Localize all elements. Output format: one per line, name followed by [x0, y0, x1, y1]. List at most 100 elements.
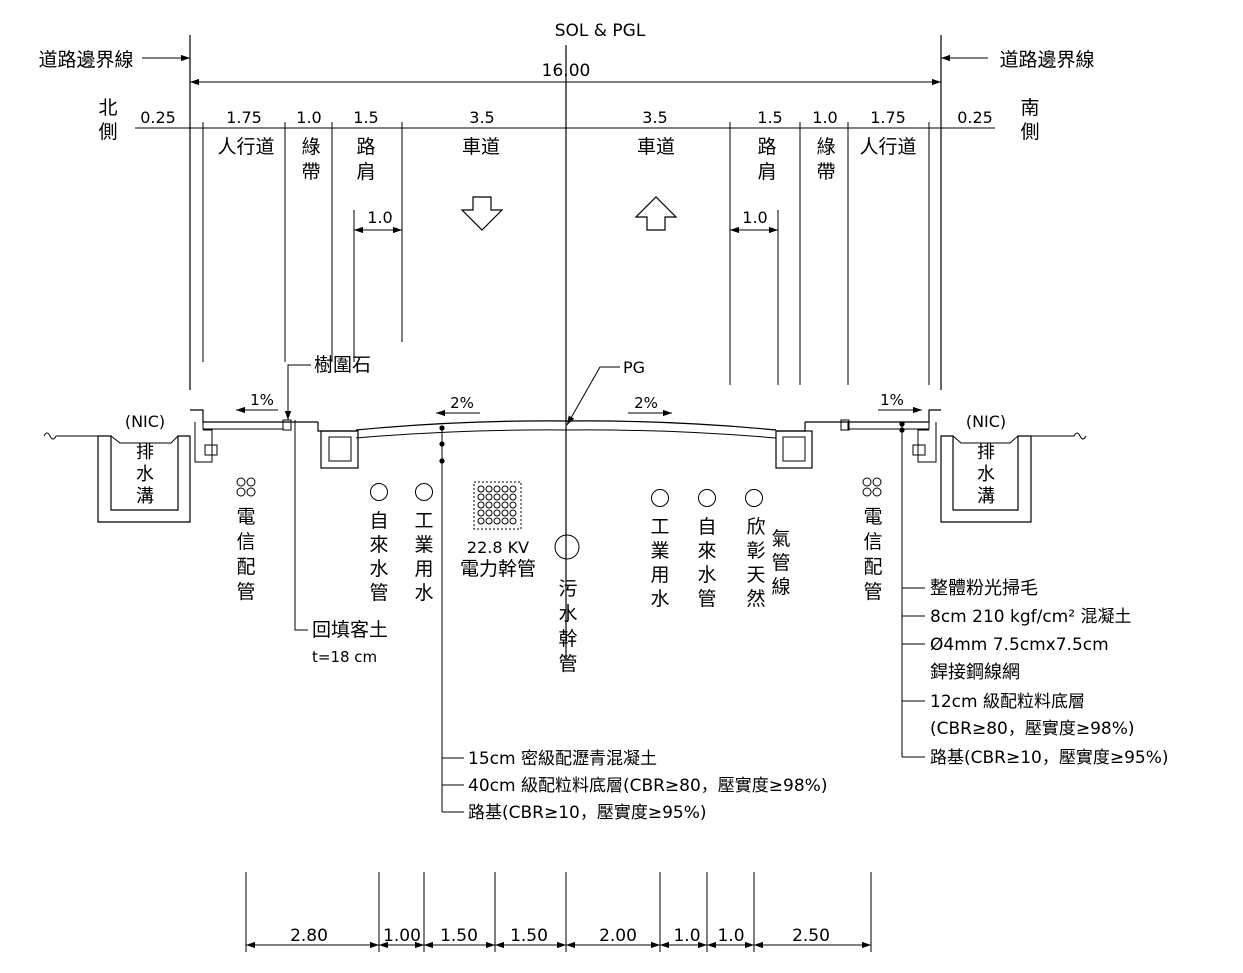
- industrial-left-4: 水: [414, 582, 433, 604]
- gas-pipe: [745, 489, 763, 507]
- lane-label-right: 車道: [637, 136, 675, 158]
- shoulder-right-2: 肩: [757, 161, 776, 183]
- diagram-title: SOL & PGL: [555, 21, 646, 41]
- green-belt-left-1: 綠: [301, 136, 320, 158]
- shoulder-left-1: 路: [356, 136, 375, 158]
- drain-left-2: 水: [136, 464, 154, 485]
- total-width-label: 16.00: [542, 61, 591, 81]
- gas-col2-2: 管: [771, 552, 790, 574]
- green-belt-right-1: 綠: [816, 136, 835, 158]
- nic-label-right: (NIC): [966, 412, 1006, 431]
- pave-right-mesh-1: Ø4mm 7.5cmx7.5cm: [930, 635, 1109, 655]
- bottom-dim-label-2: 1.00: [383, 926, 421, 946]
- slope-right-lane: 2%: [634, 394, 658, 412]
- pave-right-mesh-2: 銲接鋼線網: [930, 662, 1020, 683]
- pave-left-base: 40cm 級配粒料底層(CBR≥80，壓實度≥98%): [468, 776, 827, 796]
- power-duct-bank: [473, 481, 522, 530]
- gutter-box-right: [775, 430, 813, 469]
- water-left-4: 管: [369, 582, 388, 604]
- sewer-4: 管: [558, 653, 577, 675]
- water-pipe-right: [698, 489, 716, 507]
- shoulder-right-1: 路: [757, 136, 776, 158]
- gas-col1-1: 欣: [746, 516, 765, 538]
- drain-ditch-right-inner: [952, 435, 1019, 444]
- sidewalk-right-slab: [847, 421, 930, 430]
- water-pipe-left: [370, 483, 388, 501]
- telecom-right-3: 配: [863, 556, 882, 578]
- pave-right-subgrade: 路基(CBR≥10，壓實度≥95%): [930, 748, 1169, 768]
- dim-shoulder-right: 1.5: [757, 108, 782, 127]
- north-side-1: 北: [98, 97, 117, 119]
- drain-right-2: 水: [977, 464, 995, 485]
- north-side-2: 側: [98, 121, 117, 143]
- telecom-left-2: 信: [236, 531, 255, 553]
- edge-beam-right: [917, 422, 937, 463]
- industrial-left-1: 工: [414, 510, 433, 532]
- telecom-right-2: 信: [863, 531, 882, 553]
- power-label-2: 電力幹管: [460, 558, 536, 580]
- gas-col2-1: 氣: [771, 528, 790, 550]
- industrial-right-2: 業: [650, 540, 669, 562]
- telecom-right-4: 管: [863, 581, 882, 603]
- dim-lane-right: 3.5: [642, 108, 667, 127]
- bottom-dim-label-6: 1.0: [673, 926, 700, 946]
- edge-beam-left: [194, 422, 213, 463]
- drain-right-3: 溝: [977, 486, 995, 507]
- green-belt-left-2: 帶: [301, 161, 320, 183]
- dim-sidewalk-right: 1.75: [870, 108, 906, 127]
- gas-col1-3: 天: [746, 564, 765, 586]
- dim-north-edge: 0.25: [140, 108, 176, 127]
- curb-right-top: [776, 422, 806, 432]
- sidewalk-left-surface: [190, 409, 318, 423]
- pave-left-asphalt: 15cm 密級配瀝青混凝土: [468, 749, 657, 769]
- south-side-1: 南: [1020, 97, 1039, 119]
- gutter-box-right-inner: [782, 436, 806, 462]
- green-belt-right-2: 帶: [816, 161, 835, 183]
- south-side-2: 側: [1020, 121, 1039, 143]
- bottom-dim-label-3: 1.50: [440, 926, 478, 946]
- dim-south-edge: 0.25: [957, 108, 993, 127]
- slope-left-lane: 2%: [450, 394, 474, 412]
- slope-left-sidewalk: 1%: [250, 391, 274, 409]
- industrial-left-2: 業: [414, 534, 433, 556]
- edge-block-left: [204, 444, 218, 456]
- ground-break-right: [1030, 432, 1087, 440]
- pave-right-finish: 整體粉光掃毛: [930, 578, 1038, 599]
- bottom-dim-label-1: 2.80: [290, 926, 328, 946]
- telecom-conduit-right: [862, 477, 882, 497]
- lane-label-left: 車道: [462, 136, 500, 158]
- bottom-dim-label-5: 2.00: [599, 926, 637, 946]
- sidewalk-label-right: 人行道: [859, 136, 916, 158]
- bottom-dim-label-8: 2.50: [792, 926, 830, 946]
- industrial-left-3: 用: [414, 558, 433, 580]
- sidewalk-right-surface: [805, 409, 941, 423]
- sidewalk-label-left: 人行道: [217, 136, 274, 158]
- backfill-label: 回填客土: [312, 619, 388, 641]
- nic-label-left: (NIC): [125, 412, 165, 431]
- drain-left-1: 排: [136, 442, 154, 463]
- bottom-dim-label-7: 1.0: [717, 926, 744, 946]
- water-left-1: 自: [369, 510, 388, 532]
- pavement-base-line: [355, 429, 777, 439]
- dim-green-left: 1.0: [296, 108, 321, 127]
- bottom-dim-extension-lines: [245, 872, 872, 952]
- ground-break-left: [43, 432, 98, 440]
- shoulder-left-2: 肩: [356, 161, 375, 183]
- industrial-right-1: 工: [650, 516, 669, 538]
- dim-green-right: 1.0: [812, 108, 837, 127]
- industrial-pipe-left: [415, 483, 433, 501]
- gas-col1-4: 然: [746, 588, 765, 610]
- inner-dim-left-label: 1.0: [367, 208, 392, 227]
- sewer-1: 污: [558, 578, 577, 600]
- boundary-label-right: 道路邊界線: [999, 49, 1094, 71]
- bottom-dim-label-4: 1.50: [510, 926, 548, 946]
- down-direction-arrow: [460, 196, 504, 231]
- pave-right-base-1: 12cm 級配粒料底層: [930, 692, 1085, 712]
- water-right-4: 管: [697, 588, 716, 610]
- boundary-label-left: 道路邊界線: [38, 49, 133, 71]
- dim-sidewalk-left: 1.75: [226, 108, 262, 127]
- drain-ditch-left-inner: [110, 435, 179, 444]
- sewer-3: 幹: [558, 628, 577, 650]
- pg-label: PG: [623, 358, 645, 377]
